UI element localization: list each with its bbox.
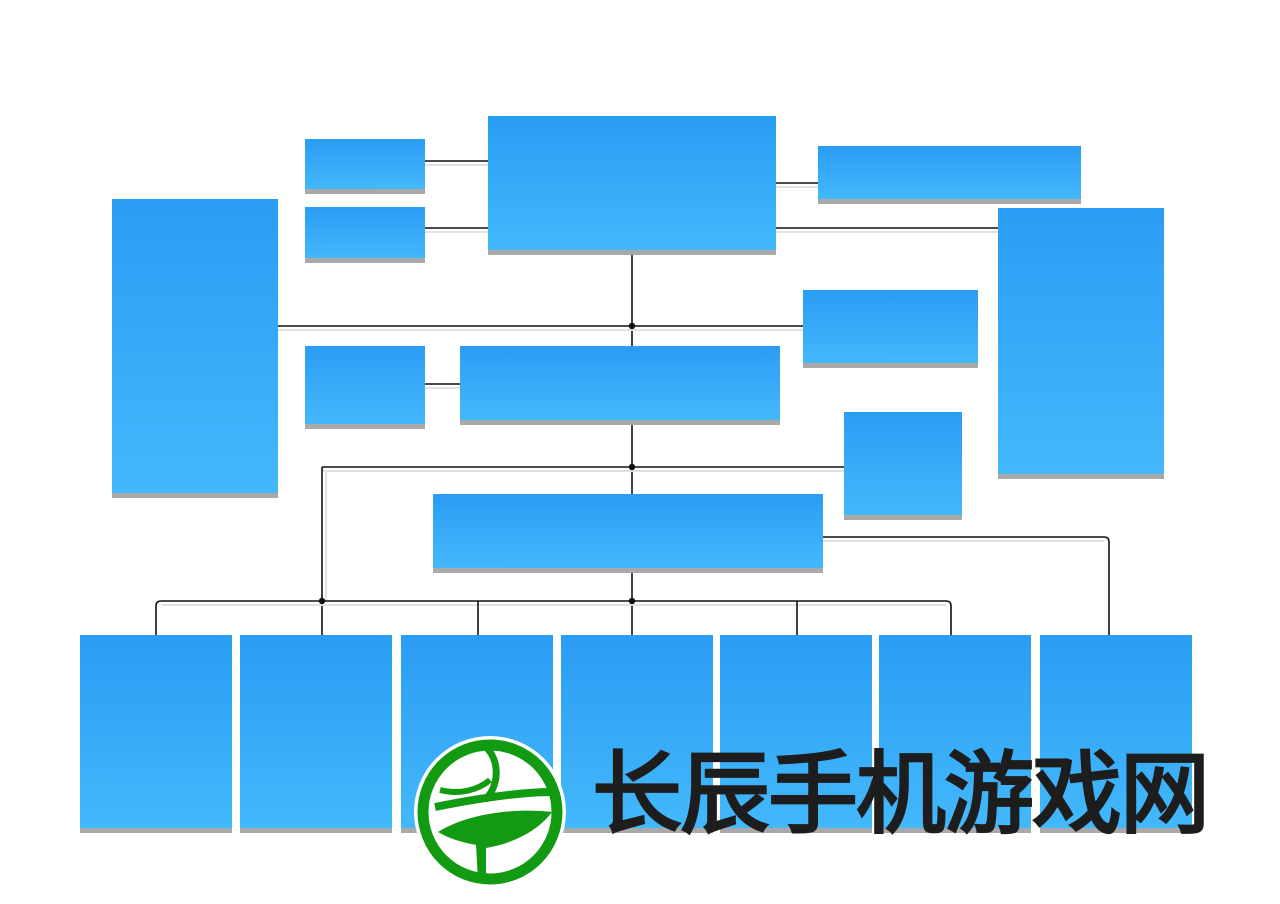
box-top-center xyxy=(488,116,776,250)
box-top-left-upper xyxy=(305,139,425,189)
box-bottom-1 xyxy=(80,635,232,828)
box-bottom-7 xyxy=(1040,635,1192,828)
box-right-tall xyxy=(998,208,1164,474)
box-top-left-lower xyxy=(305,207,425,258)
box-right-small xyxy=(844,412,962,515)
box-mid-right xyxy=(803,290,978,363)
box-mid-center xyxy=(460,346,780,420)
box-bottom-4 xyxy=(561,635,713,828)
box-mid-left-small xyxy=(305,346,425,424)
watermark-text: 长辰手机游戏网 xyxy=(592,742,1210,847)
box-left-tall xyxy=(112,199,278,493)
basketball-leaf-logo-icon xyxy=(414,736,566,888)
box-bottom-2 xyxy=(240,635,392,828)
connectors xyxy=(155,160,1110,635)
box-wide-center xyxy=(433,494,823,568)
box-bottom-5 xyxy=(720,635,872,828)
box-bottom-6 xyxy=(879,635,1031,828)
box-top-right xyxy=(818,146,1081,199)
